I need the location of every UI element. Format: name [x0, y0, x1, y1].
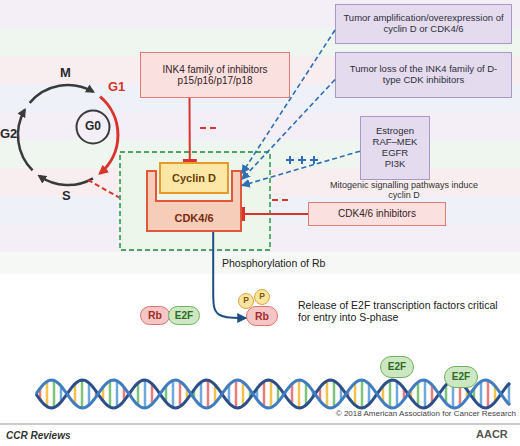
release-note: Release of E2F transcription factors cri…: [298, 300, 508, 323]
phase-label: S: [62, 189, 71, 203]
node-text: PI3K: [385, 159, 406, 170]
protein-pill: Rb: [246, 306, 278, 326]
phosphate-ball: P: [238, 293, 254, 309]
background-bands: [0, 0, 520, 274]
connector: [242, 213, 308, 215]
inhibitor-box: CDK4/6 inhibitors: [308, 202, 446, 226]
node-text: E2F: [175, 310, 193, 322]
phase-circle: G0: [75, 109, 111, 145]
connector: [213, 232, 246, 318]
kinase-shape: CDK4/6 Cyclin D: [146, 170, 242, 232]
protein-pill: E2F: [444, 366, 478, 388]
phosphate-ball: P: [254, 289, 270, 305]
footer-rule: [0, 424, 520, 425]
node-text: CDK4/6: [174, 212, 213, 225]
node-text: Tumor loss of the INK4 family of D-type …: [342, 64, 505, 86]
connector: [242, 30, 335, 173]
pathway-box: EstrogenRAF–MEKEGFRPI3K: [360, 116, 430, 180]
protein-pill: Rb: [140, 306, 170, 325]
phase-label: G2: [0, 127, 17, 141]
alteration-box: Tumor loss of the INK4 family of D-type …: [335, 52, 512, 98]
node-text: Rb: [255, 310, 269, 322]
node-text: RAF–MEK: [373, 137, 418, 148]
node-text: G0: [85, 120, 101, 134]
phase-label: G1: [108, 80, 125, 94]
connector: [189, 98, 191, 162]
edge-label: Phosphorylation of Rb: [222, 258, 325, 270]
node-text: Rb: [148, 309, 162, 321]
node-text: P: [243, 296, 249, 306]
connector: [242, 80, 335, 180]
node-text: Cyclin D: [172, 172, 216, 185]
alteration-box: Tumor amplification/overexpression of cy…: [335, 4, 512, 44]
node-text: INK4 family of inhibitors: [162, 64, 267, 76]
publisher-logo: AACR: [476, 428, 508, 440]
copyright-note: © 2018 American Association for Cancer R…: [270, 410, 516, 419]
node-text: E2F: [388, 361, 406, 373]
phase-label: M: [60, 66, 71, 80]
series-name: CCR Reviews: [6, 430, 70, 441]
node-text: Tumor amplification/overexpression of cy…: [342, 13, 505, 35]
cyclin-box: Cyclin D: [159, 162, 229, 194]
pathway-note: Mitogenic signalling pathways induce cyc…: [326, 181, 482, 201]
node-text: p15/p16/p17/p18: [177, 75, 252, 87]
protein-pill: E2F: [380, 356, 414, 378]
node-text: CDK4/6 inhibitors: [338, 208, 416, 220]
node-text: E2F: [452, 371, 470, 383]
node-text: EGFR: [382, 148, 408, 159]
inhibitor-box: INK4 family of inhibitorsp15/p16/p17/p18: [140, 52, 290, 98]
protein-pill: E2F: [168, 306, 200, 325]
checkpoint-dash: [88, 180, 120, 198]
node-text: Estrogen: [376, 126, 414, 137]
dna-helix: [36, 380, 510, 408]
complex-frame: [120, 152, 270, 250]
node-text: P: [259, 292, 265, 302]
cell-cycle-ring: [18, 85, 118, 185]
